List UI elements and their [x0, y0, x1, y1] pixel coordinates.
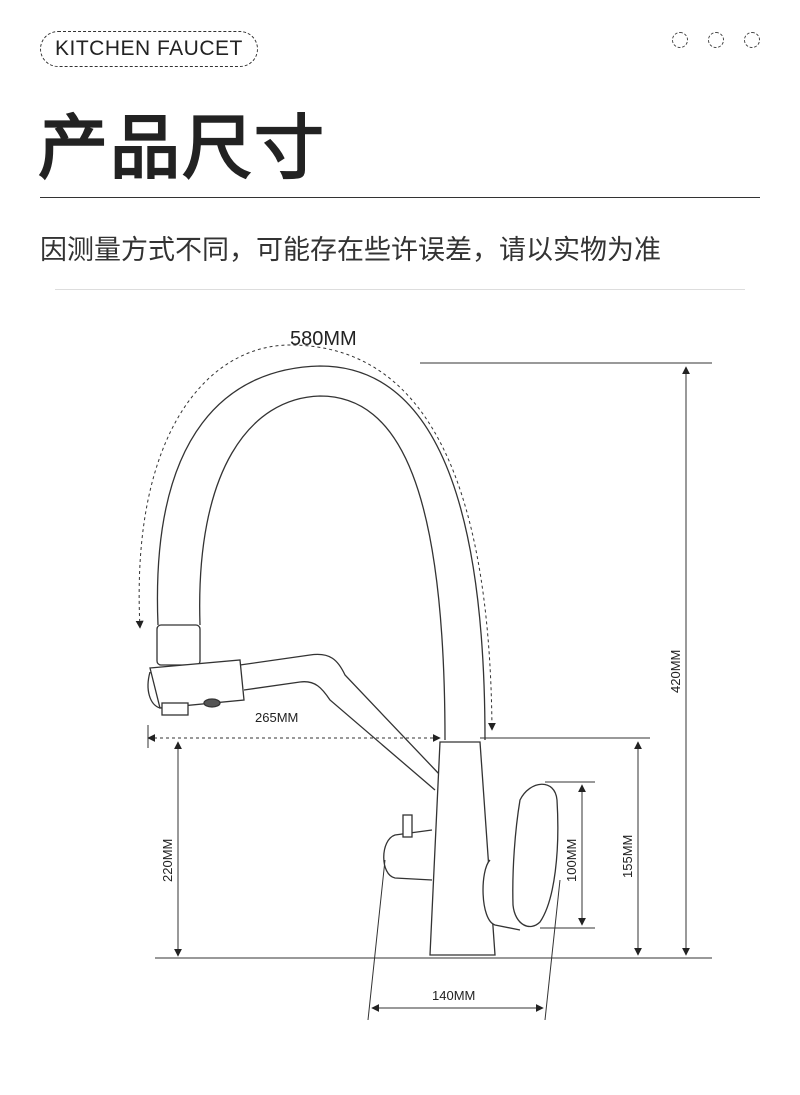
divider — [40, 197, 760, 198]
faucet-outline — [147, 365, 559, 956]
page-title: 产品尺寸 — [38, 107, 326, 189]
category-tag: KITCHEN FAUCET — [40, 31, 258, 67]
dimension-lines — [135, 344, 712, 1021]
divider — [55, 289, 745, 290]
disclaimer-text: 因测量方式不同，可能存在些许误差，请以实物为准 — [40, 235, 661, 266]
circle-icon — [708, 32, 724, 48]
circle-icon — [672, 32, 688, 48]
hose-length-label: 580MM — [290, 328, 357, 350]
circle-icon — [744, 32, 760, 48]
decorative-dots — [672, 32, 760, 48]
handle-height-label: 155MM — [620, 835, 635, 878]
base-width-label: 140MM — [432, 988, 475, 1003]
total-height-label: 420MM — [668, 650, 683, 693]
spout-reach-label: 265MM — [255, 710, 298, 725]
lever-length-label: 100MM — [564, 839, 579, 882]
spout-height-label: 220MM — [160, 839, 175, 882]
